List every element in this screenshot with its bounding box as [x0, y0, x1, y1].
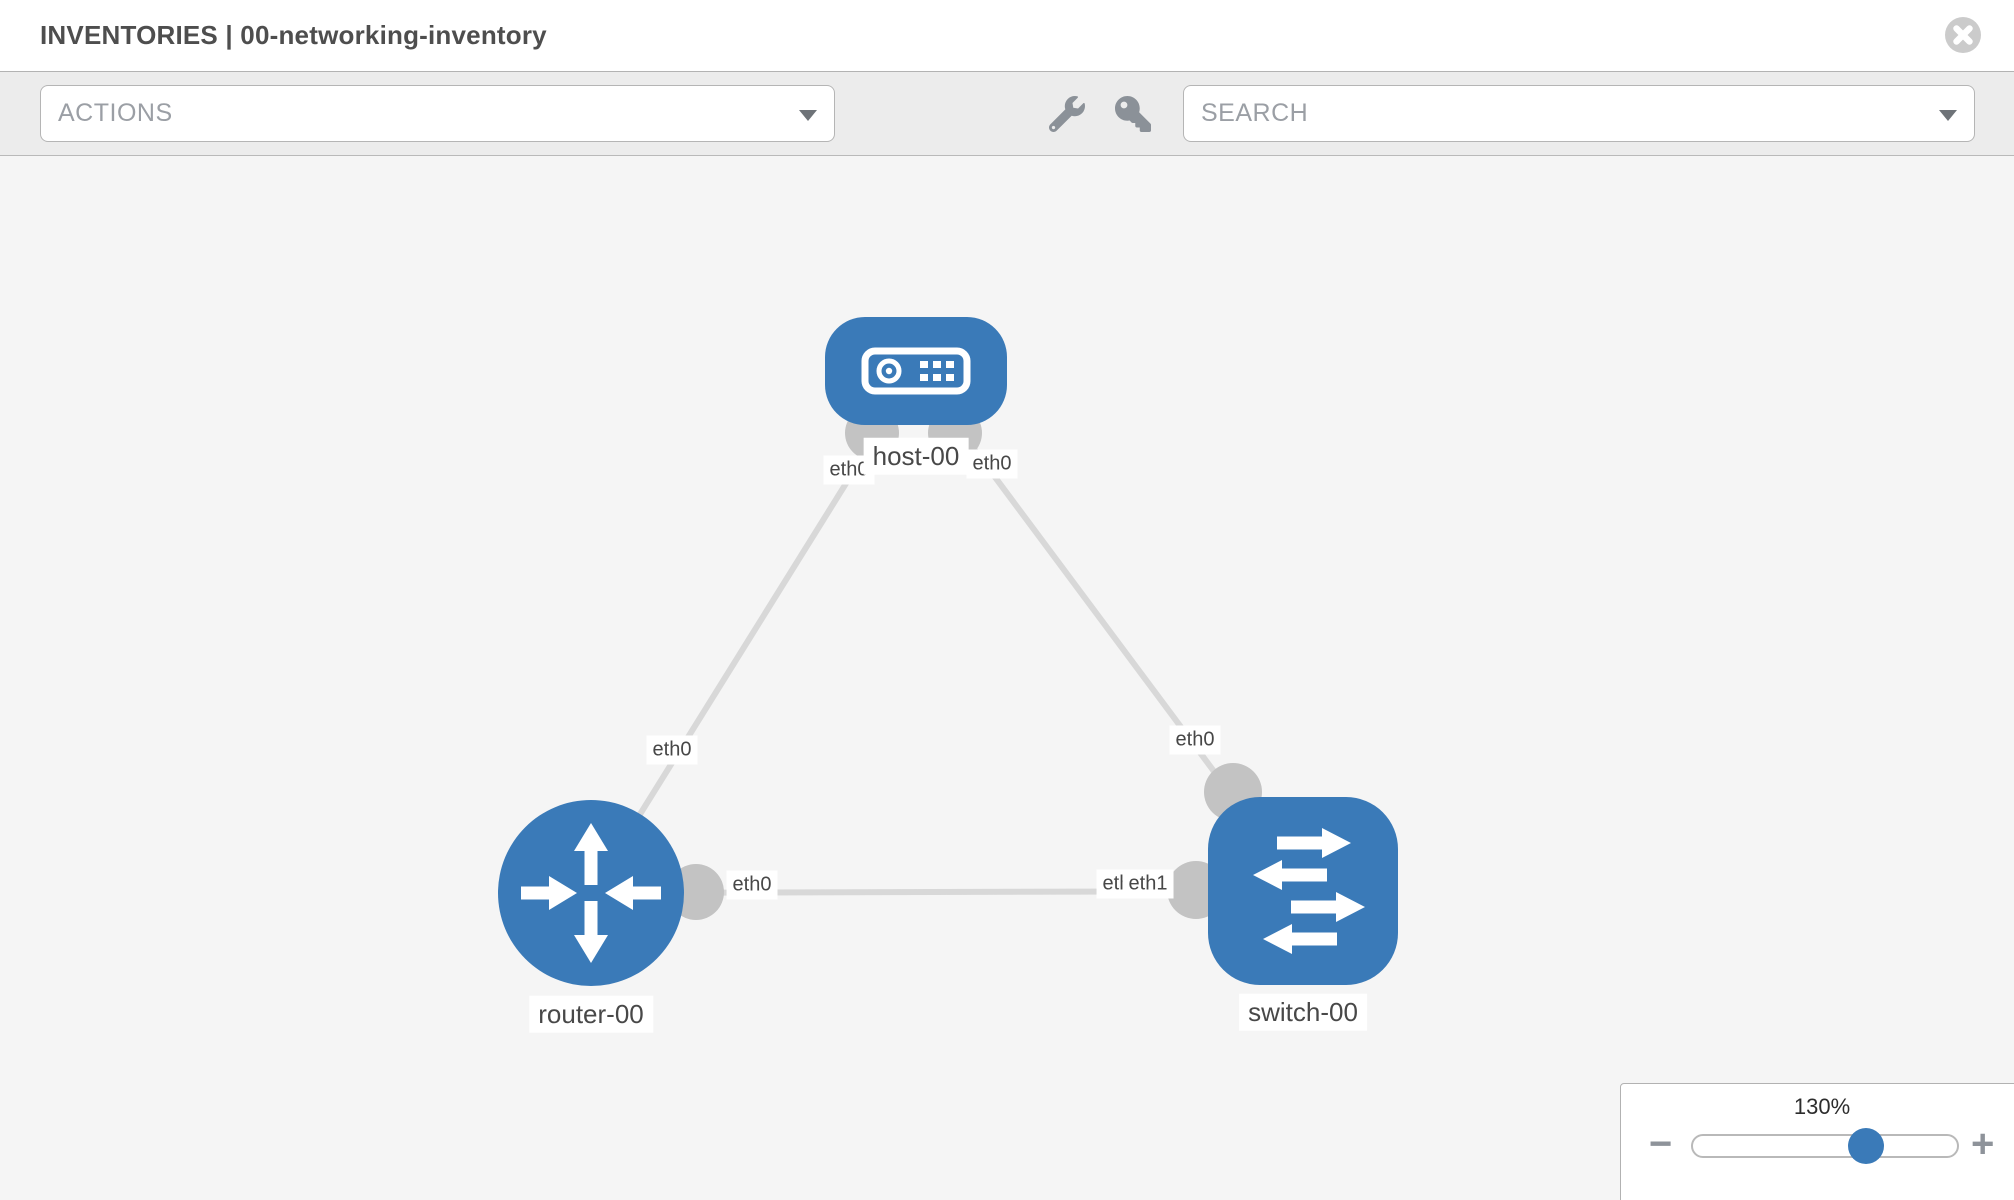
- zoom-panel: 130% − +: [1620, 1083, 2014, 1200]
- zoom-slider-track[interactable]: [1691, 1128, 1959, 1164]
- interface-label: eth0: [646, 735, 698, 765]
- node-host-00[interactable]: [825, 317, 1007, 425]
- actions-dropdown-label: ACTIONS: [58, 99, 173, 127]
- tools-button[interactable]: [1048, 96, 1085, 133]
- wrench-icon: [1048, 96, 1085, 133]
- toolbar: ACTIONS SEARCH: [0, 72, 2014, 156]
- interface-label: eth1: [1122, 869, 1174, 899]
- node-label-switch: switch-00: [1239, 993, 1367, 1031]
- interface-label: eth0: [1169, 725, 1221, 755]
- node-label-host: host-00: [863, 437, 969, 475]
- zoom-level-value: 130%: [1793, 1094, 1851, 1119]
- zoom-slider-knob[interactable]: [1848, 1128, 1884, 1164]
- node-router-00[interactable]: [498, 800, 684, 986]
- node-label-router: router-00: [529, 995, 653, 1033]
- host-icon: [861, 347, 971, 395]
- router-icon: [521, 823, 661, 963]
- chevron-down-icon: [1939, 110, 1957, 121]
- close-icon: [1953, 25, 1973, 45]
- zoom-out-button[interactable]: −: [1649, 1122, 1673, 1166]
- switch-icon: [1253, 828, 1365, 954]
- topology-canvas[interactable]: eth0 host-00 eth0 eth0 eth0 eth0 eth0 et…: [0, 156, 2014, 1200]
- actions-dropdown[interactable]: ACTIONS: [40, 85, 835, 142]
- chevron-down-icon: [799, 110, 817, 121]
- zoom-in-button[interactable]: +: [1971, 1122, 1995, 1166]
- search-dropdown[interactable]: SEARCH: [1183, 85, 1975, 142]
- credentials-button[interactable]: [1115, 96, 1151, 132]
- interface-label: eth0: [966, 449, 1018, 479]
- key-icon: [1115, 96, 1151, 132]
- header-bar: INVENTORIES | 00-networking-inventory: [0, 0, 2014, 72]
- interface-label: eth0: [726, 870, 778, 900]
- close-button[interactable]: [1945, 17, 1981, 53]
- page-title: INVENTORIES | 00-networking-inventory: [40, 20, 547, 50]
- search-dropdown-label: SEARCH: [1201, 99, 1309, 127]
- node-switch-00[interactable]: [1208, 797, 1398, 985]
